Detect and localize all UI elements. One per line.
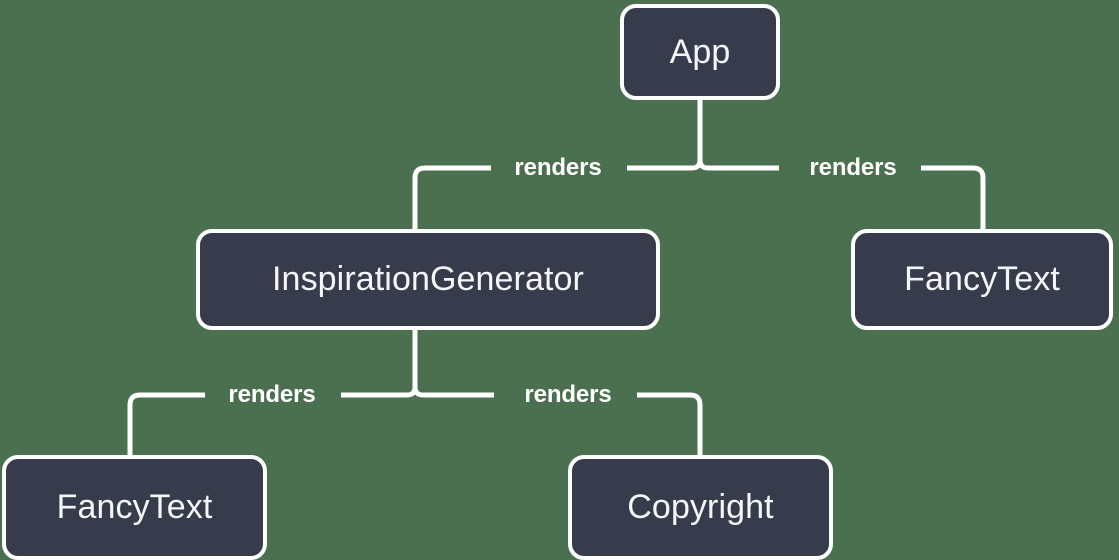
- node-fancy-text-bottom[interactable]: FancyText: [2, 455, 267, 560]
- node-app-label: App: [669, 32, 731, 71]
- node-copyright[interactable]: Copyright: [568, 455, 833, 560]
- node-inspiration-generator[interactable]: InspirationGenerator: [196, 229, 660, 330]
- edge-label-app-fancy-text-right: renders: [809, 154, 897, 181]
- node-fancy-text-right-label: FancyText: [904, 260, 1060, 298]
- node-fancy-text-right[interactable]: FancyText: [851, 229, 1113, 330]
- node-fancy-text-bottom-label: FancyText: [56, 488, 213, 526]
- edge-label-app-inspiration-generator: renders: [514, 154, 602, 181]
- edge-insgen-stem: [341, 330, 418, 398]
- node-app[interactable]: App: [620, 4, 780, 100]
- edge-insgen-stem-right: [412, 386, 494, 398]
- edge-app-fancy1: [921, 165, 986, 229]
- node-copyright-label: Copyright: [627, 488, 774, 526]
- edge-label-inspiration-generator-fancy-text-bottom: renders: [228, 381, 316, 408]
- node-inspiration-generator-label: InspirationGenerator: [272, 260, 584, 298]
- edge-insgen-fancy2: [127, 392, 205, 455]
- edge-insgen-copy: [637, 392, 703, 455]
- edge-label-inspiration-generator-copyright: renders: [524, 381, 612, 408]
- edge-app-insgen: [412, 165, 491, 229]
- edge-app-stem: [627, 100, 703, 171]
- edge-app-stem-right: [697, 159, 779, 171]
